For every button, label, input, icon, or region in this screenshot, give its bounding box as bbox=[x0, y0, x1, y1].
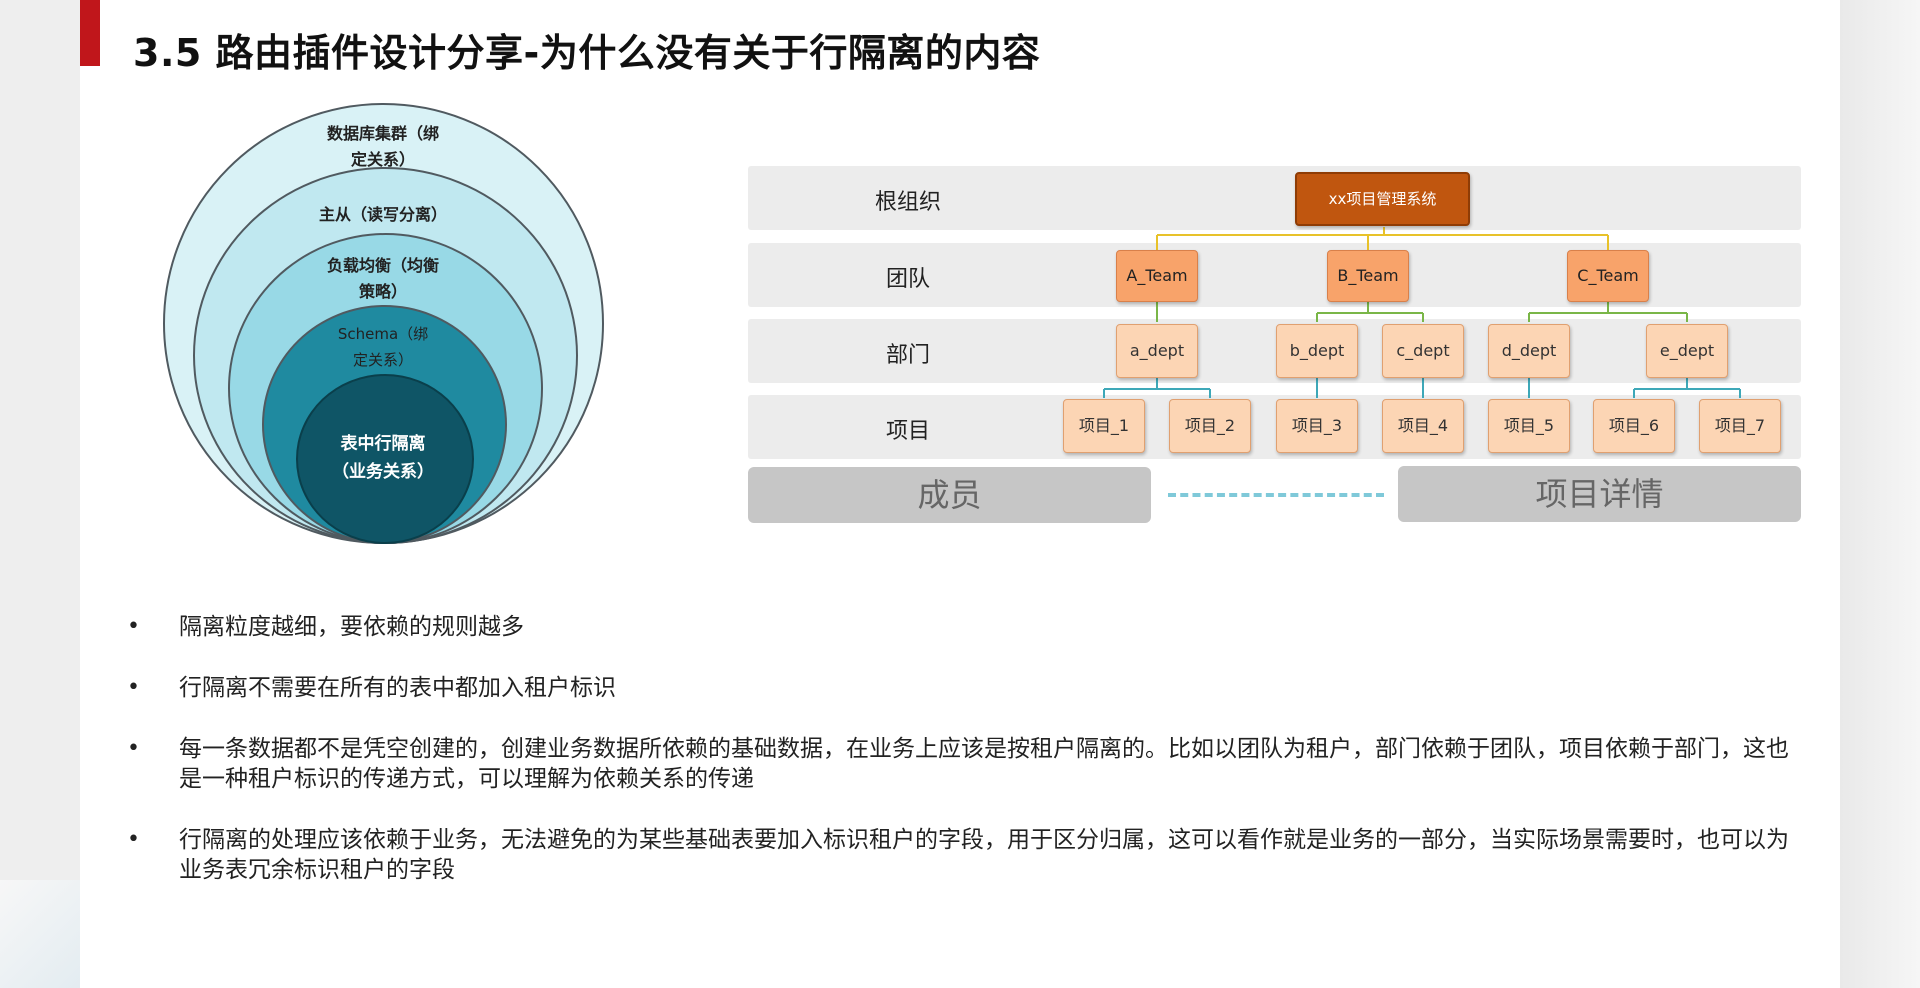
node-project-6: 项目_6 bbox=[1593, 399, 1675, 453]
node-project-4: 项目_4 bbox=[1382, 399, 1464, 453]
node-project-7: 项目_7 bbox=[1699, 399, 1781, 453]
row-band-root bbox=[748, 166, 1801, 230]
row-label-team: 团队 bbox=[885, 267, 930, 292]
row-label-root: 根组织 bbox=[874, 190, 941, 215]
circle-label-row-isolation: 表中行隔离（业务关系） bbox=[332, 434, 434, 482]
node-team-b: B_Team bbox=[1327, 250, 1409, 302]
row-label-project: 项目 bbox=[885, 419, 930, 444]
node-team-a: A_Team bbox=[1116, 250, 1198, 302]
title-accent-bar bbox=[80, 0, 100, 66]
circle-label-master-slave: 主从（读写分离） bbox=[318, 205, 447, 224]
node-dept-a: a_dept bbox=[1116, 324, 1198, 378]
node-team-c: C_Team bbox=[1567, 250, 1649, 302]
node-dept-c: c_dept bbox=[1382, 324, 1464, 378]
connector-root-teams bbox=[1156, 227, 1609, 250]
corner-decoration bbox=[0, 880, 80, 988]
row-label-dept: 部门 bbox=[885, 343, 930, 368]
node-dept-e: e_dept bbox=[1646, 324, 1728, 378]
node-project-5: 项目_5 bbox=[1488, 399, 1570, 453]
bullet-item: •隔离粒度越细，要依赖的规则越多 bbox=[127, 614, 524, 640]
slide-right-margin bbox=[1840, 0, 1920, 988]
bullet-item: •每一条数据都不是凭空创建的，创建业务数据所依赖的基础数据，在业务上应该是按租户… bbox=[127, 736, 1789, 792]
node-project-3: 项目_3 bbox=[1276, 399, 1358, 453]
circle-label-load-balance: 负载均衡（均衡策略） bbox=[326, 256, 439, 301]
connector-depts-projects bbox=[1103, 378, 1741, 398]
bullet-list: •隔离粒度越细，要依赖的规则越多 •行隔离不需要在所有的表中都加入租户标识 •每… bbox=[127, 612, 1807, 916]
circle-row-isolation bbox=[296, 374, 474, 544]
node-dept-b: b_dept bbox=[1276, 324, 1358, 378]
node-project-2: 项目_2 bbox=[1169, 399, 1251, 453]
connector-teams-depts bbox=[1156, 302, 1688, 322]
node-project-1: 项目_1 bbox=[1063, 399, 1145, 453]
slide-title: 3.5 路由插件设计分享-为什么没有关于行隔离的内容 bbox=[133, 31, 1041, 75]
row-band-dept bbox=[748, 319, 1801, 383]
node-root-system: xx项目管理系统 bbox=[1295, 172, 1470, 226]
circle-label-schema: Schema（绑定关系） bbox=[337, 325, 429, 369]
project-detail-box: 项目详情 bbox=[1398, 466, 1801, 522]
node-dept-d: d_dept bbox=[1488, 324, 1570, 378]
member-box: 成员 bbox=[748, 467, 1151, 523]
circle-label-database-cluster: 数据库集群（绑定关系） bbox=[326, 124, 439, 169]
bullet-item: •行隔离的处理应该依赖于业务，无法避免的为某些基础表要加入标识租户的字段，用于区… bbox=[127, 827, 1789, 883]
member-detail-dashed-link bbox=[1168, 493, 1384, 497]
bullet-item: •行隔离不需要在所有的表中都加入租户标识 bbox=[127, 675, 616, 701]
